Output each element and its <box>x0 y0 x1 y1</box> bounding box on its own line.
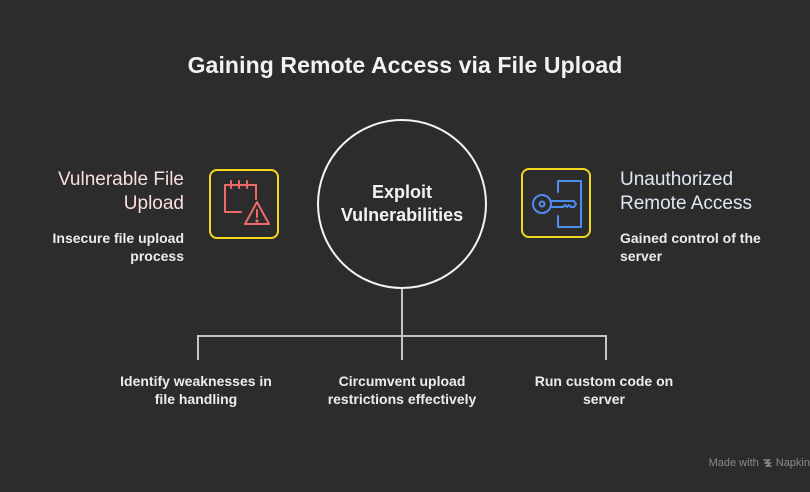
hub-label-line1: Exploit <box>371 182 432 202</box>
watermark-prefix: Made with <box>708 457 759 469</box>
branch-text-line2: server <box>582 391 626 407</box>
left-node-heading: Vulnerable File Upload <box>58 168 184 216</box>
hub-label: Exploit Vulnerabilities <box>341 181 463 227</box>
branch-text-line2: restrictions effectively <box>327 391 477 407</box>
calendar-warning-icon <box>224 180 270 225</box>
right-node-desc-line2: server <box>620 248 663 264</box>
key-door-icon <box>532 180 582 228</box>
right-node-desc-line1: Gained control of the <box>620 230 761 246</box>
napkin-logo-icon <box>762 458 772 467</box>
left-node-heading-line2: Upload <box>123 193 184 214</box>
branch-item: Identify weaknesses in file handling <box>96 372 296 408</box>
right-node-heading: Unauthorized Remote Access <box>620 168 752 216</box>
branch-text-line1: Circumvent upload <box>338 373 466 389</box>
left-node-desc-line2: process <box>130 248 184 264</box>
right-node-heading-line2: Remote Access <box>620 193 752 214</box>
watermark-brand: Napkin <box>775 457 810 469</box>
branch-text-line1: Identify weaknesses in <box>120 373 272 389</box>
hub-circle: Exploit Vulnerabilities <box>317 119 487 289</box>
left-node-description: Insecure file upload process <box>53 229 184 265</box>
branch-item: Circumvent upload restrictions effective… <box>302 372 502 408</box>
right-node-icon-box <box>521 168 591 238</box>
hub-label-line2: Vulnerabilities <box>340 205 464 225</box>
diagram-title: Gaining Remote Access via File Upload <box>187 52 623 78</box>
right-node-heading-line1: Unauthorized <box>620 169 734 190</box>
watermark: Made with Napkin <box>709 457 810 469</box>
branch-text-line2: file handling <box>154 391 238 407</box>
left-node-desc-line1: Insecure file upload <box>52 230 184 246</box>
left-node-heading-line1: Vulnerable File <box>57 169 184 190</box>
branch-item: Run custom code on server <box>504 372 704 408</box>
left-node-icon-box <box>209 169 279 239</box>
right-node-description: Gained control of the server <box>620 229 761 265</box>
branch-text-line1: Run custom code on <box>534 373 674 389</box>
